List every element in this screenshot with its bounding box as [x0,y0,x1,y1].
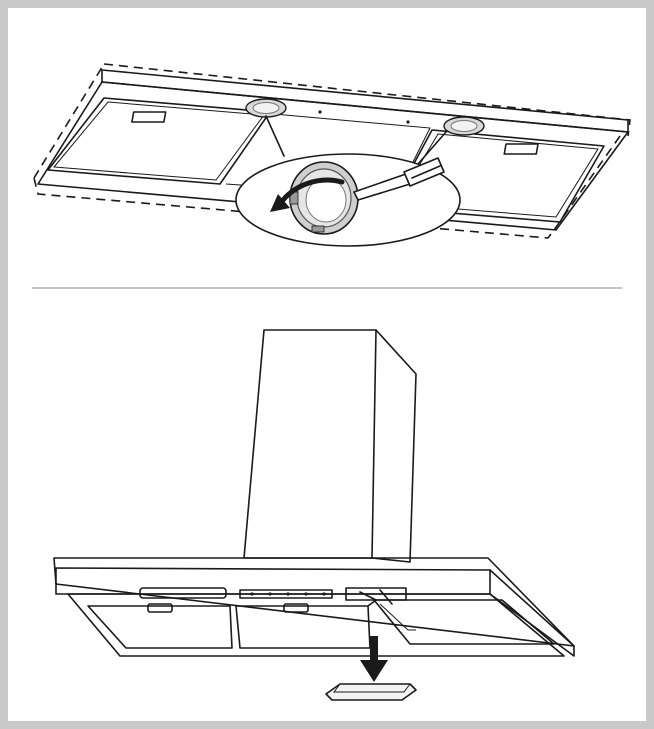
canopy-right-side [489,569,575,657]
left-filter-handle [147,603,173,613]
left-halogen-lamp-icon [245,98,287,118]
left-filter-handle [131,111,167,123]
zoom-line-right [417,131,447,165]
control-panel [239,589,333,599]
zoom-line-left [265,115,285,157]
control-buttons [250,592,326,596]
right-panel-recess [373,599,555,645]
step-2-panel [8,300,646,721]
right-filter-handle [503,143,539,155]
canopy-top [53,557,575,647]
right-halogen-lamp-icon [443,116,485,136]
middle-filter-handle [283,603,309,613]
curved-arrow-icon [270,177,345,212]
step-divider [32,287,622,289]
canopy-underside [67,593,565,657]
down-arrow-icon [360,636,388,682]
hood-underside-illustration [33,63,631,247]
left-grease-filter [47,97,271,185]
underside-panel [37,81,629,231]
control-strip [139,587,227,599]
island-hood-illustration [53,329,575,701]
lamp-cover-icon [325,683,417,701]
front-rail [101,69,629,133]
step-1-panel [8,8,646,288]
chimney-front [243,329,377,559]
canopy-dashed-outline [33,63,631,239]
left-filter-front [87,605,233,649]
zoomed-halogen-lamp-icon [289,161,359,235]
chimney-side [371,329,417,563]
screwdriver-icon [353,157,445,201]
